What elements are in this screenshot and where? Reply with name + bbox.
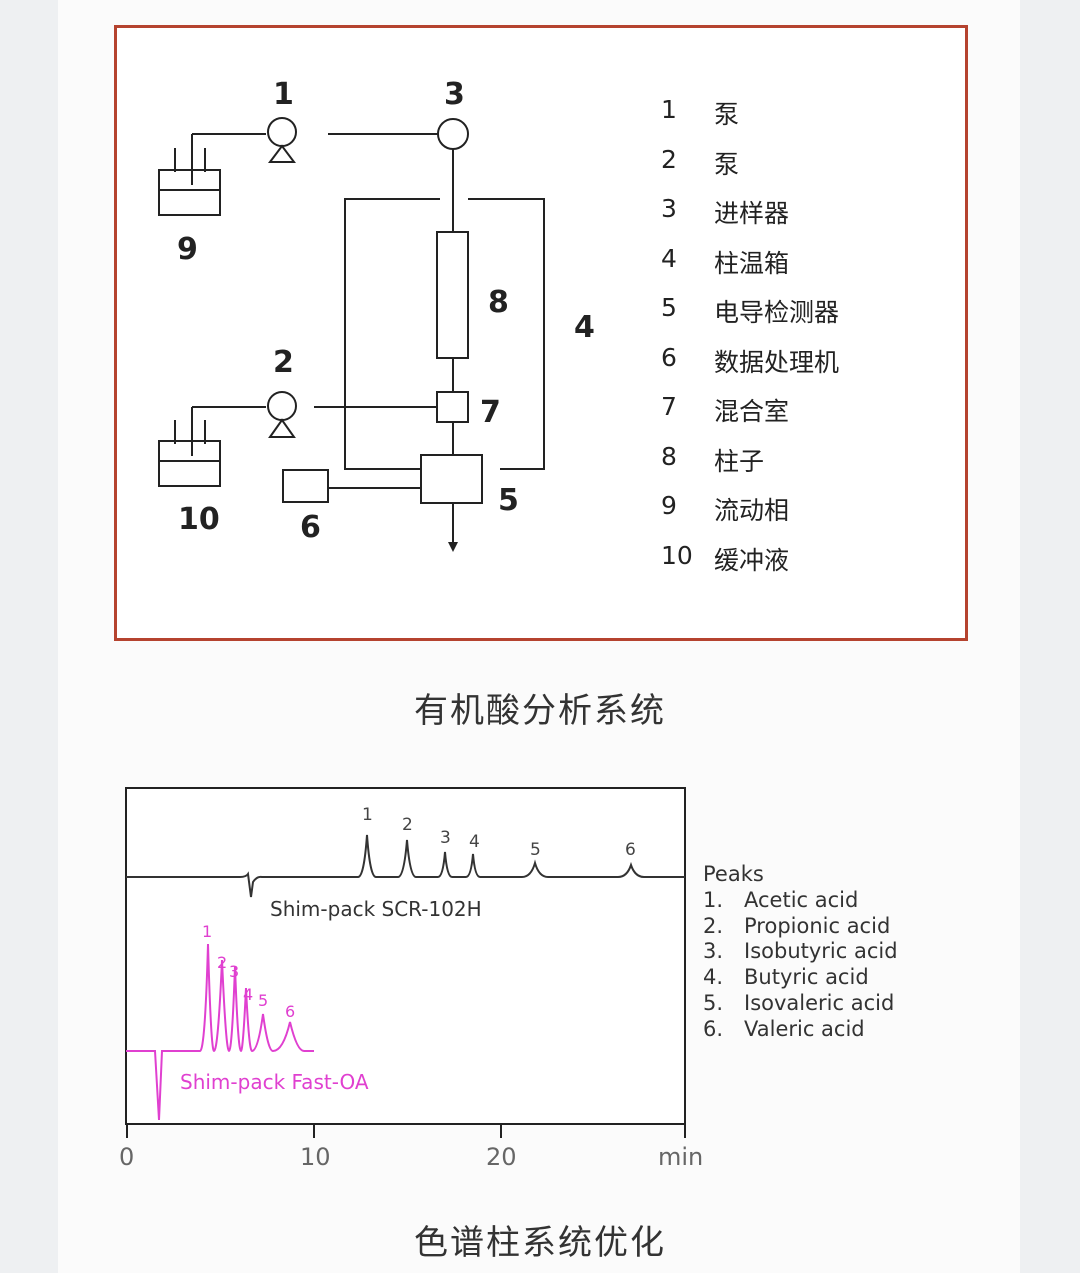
trace-label-scr-102h: Shim-pack SCR-102H	[270, 897, 482, 921]
peak-name: Acetic acid	[744, 887, 859, 912]
outlet-arrow	[448, 542, 458, 552]
peak-label: 5	[258, 991, 268, 1010]
peak-num: 6.	[703, 1016, 724, 1041]
legend-item: 1 泵	[661, 95, 739, 131]
peak-num: 1.	[703, 887, 724, 912]
legend-num: 8	[661, 442, 677, 471]
peak-label: 5	[530, 840, 541, 860]
reservoir-9	[158, 169, 221, 216]
legend-num: 9	[661, 491, 677, 520]
reservoir-10	[158, 440, 221, 487]
legend-text: 泵	[714, 100, 740, 129]
node-label-2: 2	[273, 345, 294, 380]
node-label-3: 3	[444, 77, 465, 112]
legend-text: 泵	[714, 150, 740, 179]
node-label-9: 9	[177, 232, 198, 267]
peak-name: Valeric acid	[744, 1016, 865, 1041]
legend-item: 7 混合室	[661, 392, 789, 428]
legend-item: 9 流动相	[661, 491, 789, 527]
chromatogram-caption: 色谱柱系统优化	[414, 1223, 666, 1263]
mixer-7	[436, 391, 469, 423]
legend-num: 2	[661, 145, 677, 174]
plot-frame	[125, 787, 686, 1125]
legend-text: 混合室	[714, 397, 790, 426]
peak-num: 4.	[703, 965, 724, 990]
peak-item: 3. Isobutyric acid	[703, 939, 898, 965]
legend-num: 10	[661, 541, 693, 570]
pump-1	[267, 117, 297, 147]
x-tick-label: 0	[119, 1143, 134, 1171]
peak-name: Propionic acid	[744, 913, 891, 938]
injector-3	[437, 118, 469, 150]
column-oven-4	[344, 198, 440, 470]
peak-label: 1	[202, 922, 212, 941]
legend-text: 柱温箱	[714, 249, 790, 278]
legend-text: 流动相	[714, 496, 790, 525]
peak-label: 3	[229, 962, 239, 981]
peak-label: 4	[469, 832, 480, 852]
legend-text: 柱子	[714, 447, 765, 476]
legend-num: 6	[661, 343, 677, 372]
legend-item: 8 柱子	[661, 442, 764, 478]
trace-label-fast-oa: Shim-pack Fast-OA	[180, 1070, 369, 1094]
peak-label: 6	[285, 1002, 295, 1021]
x-axis-unit: min	[658, 1143, 703, 1171]
node-label-8: 8	[488, 285, 509, 320]
peaks-title: Peaks	[703, 862, 764, 886]
peak-label: 6	[625, 840, 636, 860]
legend-num: 1	[661, 95, 677, 124]
column-8	[436, 231, 469, 359]
legend-text: 数据处理机	[714, 348, 840, 377]
legend-num: 3	[661, 194, 677, 223]
peak-item: 6. Valeric acid	[703, 1017, 898, 1043]
pump-2	[267, 391, 297, 421]
node-label-6: 6	[300, 510, 321, 545]
x-tick-label: 20	[486, 1143, 517, 1171]
node-label-7: 7	[480, 395, 501, 430]
peak-item: 2. Propionic acid	[703, 914, 898, 940]
chromatogram: 0 10 20 min 1 2 3 4 5 6 Shim-pack SCR-10…	[119, 787, 703, 1171]
node-label-5: 5	[498, 483, 519, 518]
system-diagram-frame	[114, 25, 968, 641]
legend-item: 2 泵	[661, 145, 739, 181]
legend-num: 4	[661, 244, 677, 273]
legend-item: 6 数据处理机	[661, 343, 839, 379]
node-label-10: 10	[178, 502, 220, 537]
legend-item: 4 柱温箱	[661, 244, 789, 280]
peak-label: 4	[243, 985, 253, 1004]
detector-5	[420, 454, 483, 504]
legend-text: 缓冲液	[714, 546, 790, 575]
peak-num: 5.	[703, 990, 724, 1015]
legend-num: 5	[661, 293, 677, 322]
legend-text: 电导检测器	[714, 298, 840, 327]
trace-fast-oa	[126, 943, 314, 1121]
peak-item: 4. Butyric acid	[703, 965, 898, 991]
legend-num: 7	[661, 392, 677, 421]
node-label-4: 4	[574, 310, 595, 345]
peak-num: 2.	[703, 913, 724, 938]
peak-item: 1. Acetic acid	[703, 888, 898, 914]
legend-text: 进样器	[714, 199, 790, 228]
trace-scr-102h	[126, 834, 685, 898]
peak-label: 2	[402, 815, 413, 835]
peaks-legend: Peaks 1. Acetic acid 2. Propionic acid 3…	[703, 862, 898, 1043]
system-diagram: 1 3 9 8 4 2 7 5 10 6	[158, 77, 595, 552]
peak-name: Isovaleric acid	[744, 990, 895, 1015]
peak-name: Isobutyric acid	[744, 939, 898, 964]
peak-num: 3.	[703, 939, 724, 964]
peak-label: 2	[217, 953, 227, 972]
peak-label: 1	[362, 805, 373, 825]
diagram-caption: 有机酸分析系统	[414, 691, 666, 731]
x-tick-label: 10	[300, 1143, 331, 1171]
peak-label: 3	[440, 828, 451, 848]
node-label-1: 1	[273, 77, 294, 112]
peak-name: Butyric acid	[744, 965, 869, 990]
peak-item: 5. Isovaleric acid	[703, 991, 898, 1017]
legend-item: 10 缓冲液	[661, 541, 789, 577]
data-processor-6	[282, 469, 329, 503]
legend-item: 5 电导检测器	[661, 293, 839, 329]
legend-item: 3 进样器	[661, 194, 789, 230]
